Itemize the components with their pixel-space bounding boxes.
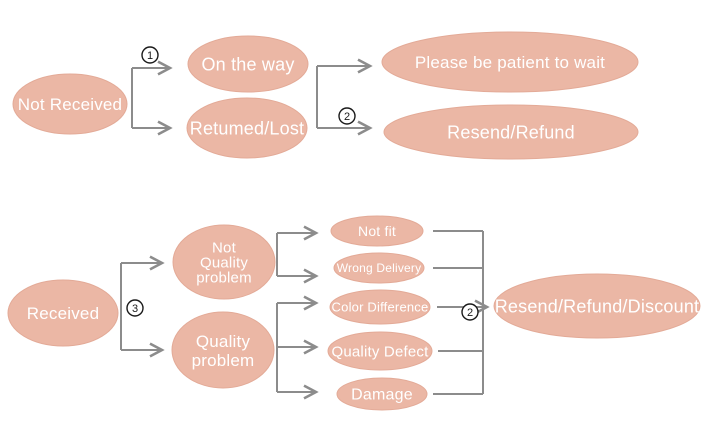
- connector-reasons-merge: [433, 230, 487, 395]
- node-color-difference-label: Color Difference: [332, 300, 429, 315]
- node-not-fit: Not fit: [330, 215, 424, 247]
- badge-step-1-circle: [141, 46, 159, 64]
- badge-step-2-top-circle: [338, 107, 356, 125]
- node-not-quality-problem: Not Quality problem: [172, 224, 276, 300]
- node-resend-refund-discount-shape: [493, 273, 701, 339]
- node-not-quality-problem-shape: [172, 224, 276, 300]
- node-wrong-delivery-label: Wrong Delivery: [337, 261, 422, 275]
- node-color-difference: Color Difference: [329, 289, 431, 325]
- node-resend-refund: Resend/Refund: [383, 104, 639, 160]
- badge-step-2-bottom: 2: [461, 303, 479, 321]
- node-quality-problem-line1: Quality: [196, 332, 251, 351]
- node-please-be-patient: Please be patient to wait: [381, 31, 639, 93]
- node-resend-refund-label: Resend/Refund: [447, 122, 575, 142]
- node-returned-lost-shape: [186, 97, 308, 159]
- connector-not-received-branch: [131, 68, 170, 128]
- node-not-quality-problem-line3: problem: [196, 269, 252, 286]
- node-not-received-label: Not Received: [18, 95, 122, 114]
- node-quality-problem-line2: problem: [192, 351, 255, 370]
- node-received: Received: [7, 279, 119, 347]
- node-resend-refund-discount-label: Resend/Refund/Discount: [495, 296, 700, 316]
- node-wrong-delivery-shape: [333, 252, 425, 284]
- badge-step-3-circle: [126, 299, 144, 317]
- node-not-received-shape: [12, 73, 128, 135]
- node-color-difference-shape: [329, 289, 431, 325]
- node-resend-refund-shape: [383, 104, 639, 160]
- badge-step-2-top-number: 2: [344, 111, 350, 123]
- node-quality-defect: Quality Defect: [327, 331, 433, 371]
- node-not-quality-problem-line1: Not: [212, 239, 237, 256]
- badge-step-2-bottom-circle: [461, 303, 479, 321]
- node-not-received: Not Received: [12, 73, 128, 135]
- node-wrong-delivery: Wrong Delivery: [333, 252, 425, 284]
- connector-top-outcomes: [316, 66, 370, 128]
- badge-step-3: 3: [126, 299, 144, 317]
- node-returned-lost: Retumed/Lost: [186, 97, 308, 159]
- node-damage: Damage: [336, 377, 428, 411]
- node-on-the-way-label: On the way: [201, 54, 294, 74]
- badge-step-2-bottom-number: 2: [467, 307, 473, 319]
- node-not-fit-label: Not fit: [358, 223, 396, 239]
- node-returned-lost-label: Retumed/Lost: [190, 118, 304, 138]
- node-received-shape: [7, 279, 119, 347]
- node-quality-defect-label: Quality Defect: [331, 343, 429, 360]
- badge-step-1: 1: [141, 46, 159, 64]
- badge-step-2-top: 2: [338, 107, 356, 125]
- node-resend-refund-discount: Resend/Refund/Discount: [493, 273, 701, 339]
- node-damage-label: Damage: [351, 387, 413, 404]
- connector-received-branch: [120, 263, 162, 350]
- node-on-the-way-shape: [187, 35, 309, 93]
- node-please-be-patient-shape: [381, 31, 639, 93]
- badge-step-3-number: 3: [132, 303, 138, 315]
- node-quality-problem-shape: [171, 311, 275, 389]
- node-not-quality-problem-line2: Quality: [200, 254, 248, 271]
- connector-not-quality-branch: [276, 233, 316, 276]
- node-not-fit-shape: [330, 215, 424, 247]
- node-received-label: Received: [27, 304, 99, 323]
- node-damage-shape: [336, 377, 428, 411]
- node-please-be-patient-label: Please be patient to wait: [415, 53, 605, 72]
- connector-quality-branch: [276, 303, 316, 392]
- badge-step-1-number: 1: [147, 50, 153, 62]
- node-on-the-way: On the way: [187, 35, 309, 93]
- node-quality-problem: Quality problem: [171, 311, 275, 389]
- node-quality-defect-shape: [327, 331, 433, 371]
